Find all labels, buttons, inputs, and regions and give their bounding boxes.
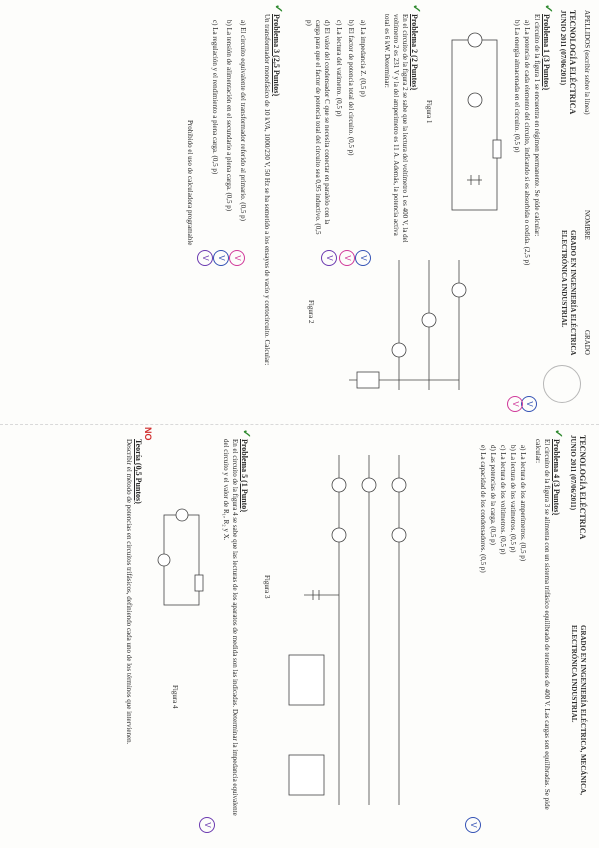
problem-4-part-b: b) La lectura de los vatímetros. (0,5 p): [509, 445, 517, 553]
degree-label: GRADO: [583, 330, 591, 355]
check-mark: ✓: [410, 4, 422, 14]
problem-1-part-b: b) La energía almacenada en el circuito.…: [513, 20, 521, 153]
problem-4-part-a: a) La lectura de los amperímetros. (0,5 …: [519, 445, 527, 562]
grade-badge: V: [507, 396, 523, 412]
exam-sheet-1: APELLIDOS (escribir sobre la línea) NOMB…: [0, 0, 599, 424]
problem-4-part-c: c) La lectura de los voltímetros. (0,5 p…: [499, 445, 507, 555]
problem-2-title: Problema 2 (2 Puntos): [410, 14, 419, 91]
problem-5-intro: En el circuito de la figura 4 se sabe qu…: [222, 439, 239, 816]
subject-title: TECNOLOGÍA ELÉCTRICA: [568, 10, 577, 115]
degree-name-1: GRADO EN INGENIERÍA ELÉCTRICA, MECÁNICA,: [579, 625, 587, 795]
figure-3-caption: Figura 3: [263, 575, 271, 599]
problem-3-intro: Un transformador monofásico de 10 kVA, 1…: [263, 14, 271, 366]
problem-2-part-c: c) La lectura del vatímetro. (0,5 p): [335, 20, 343, 117]
grade-badge: V: [339, 250, 355, 266]
figure-1-circuit: [451, 32, 502, 211]
grade-badge: V: [355, 250, 371, 266]
footer-note: Prohibido el uso de calculadora programa…: [186, 120, 194, 246]
problem-2-intro: En el circuito de la figura 2 se sabe qu…: [383, 14, 409, 243]
exam-sheet-2: TECNOLOGÍA ELÉCTRICA JUNIO 2011 (07/06/2…: [0, 424, 599, 849]
problem-2-part-a: a) La impedancia Z. (0,5 p): [359, 20, 367, 97]
problem-2-part-b: b) El factor de potencia total del circu…: [347, 20, 355, 156]
check-mark: ✓: [542, 4, 554, 14]
problem-3-part-a: a) El circuito equivalente del transform…: [239, 20, 247, 221]
theory-title: Teoría (0,5 Puntos): [134, 439, 143, 504]
check-mark: ✓: [272, 4, 284, 14]
problem-4-part-d: d) Las potencias de la carga. (0,5 p): [489, 445, 497, 545]
grader-note: NO: [143, 427, 153, 441]
degree-name-2: ELECTRÓNICA INDUSTRIAL: [560, 230, 568, 328]
problem-3-part-b: b) La tensión de alimentación en el secu…: [225, 20, 233, 212]
figure-2-caption: Figura 2: [307, 300, 315, 324]
subject-title: TECNOLOGÍA ELÉCTRICA: [578, 435, 587, 540]
grade-badge: V: [521, 396, 537, 412]
problem-3-title: Problema 3 (2,5 Puntos): [272, 14, 281, 97]
exam-session: JUNIO 2011 (07/06/2011): [569, 435, 577, 511]
degree-name-2: ELECTRÓNICA INDUSTRIAL: [570, 625, 578, 723]
figure-4-caption: Figura 4: [171, 685, 179, 709]
problem-1-part-a: a) La potencia de cada elemento del circ…: [523, 20, 531, 266]
figure-3-circuit: [288, 455, 407, 805]
grade-badge: V: [213, 250, 229, 266]
figure-4-circuit: [157, 508, 204, 606]
surname-label: APELLIDOS (escribir sobre la línea): [583, 10, 591, 115]
grade-badge: V: [465, 817, 481, 833]
university-stamp: [543, 365, 581, 403]
problem-1-intro: El circuito de la figura 1 se encuentra …: [533, 14, 541, 237]
degree-name-1: GRADO EN INGENIERÍA ELÉCTRICA: [569, 230, 577, 356]
problem-4-part-e: e) La capacidad de los condensadores. (0…: [479, 445, 487, 573]
problem-2-part-d: d) El valor del condensador C que se nec…: [305, 20, 331, 235]
problem-4-intro: El circuito de la figura 3 se alimenta c…: [534, 439, 551, 810]
name-label: NOMBRE: [583, 210, 591, 240]
theory-text: Describir el método de potencias en circ…: [125, 439, 133, 745]
problem-5-title: Problema 5 (1 Punto): [240, 439, 249, 512]
exam-session: JUNIO 2011 (07/06/2011): [559, 10, 567, 86]
grade-badge: V: [197, 250, 213, 266]
problem-3-part-c: c) La regulación y el rendimiento a plen…: [211, 20, 219, 175]
check-mark: ✓: [240, 429, 252, 439]
figure-1-caption: Figura 1: [425, 100, 433, 124]
grade-badge: V: [321, 250, 337, 266]
problem-1-title: Problema 1 (3 Puntos): [542, 14, 551, 91]
grade-badge: V: [199, 817, 215, 833]
figure-2-circuit: [349, 260, 467, 390]
check-mark: ✓: [552, 429, 564, 439]
problem-4-title: Problema 4 (3 Puntos): [552, 439, 561, 516]
grade-badge: V: [229, 250, 245, 266]
